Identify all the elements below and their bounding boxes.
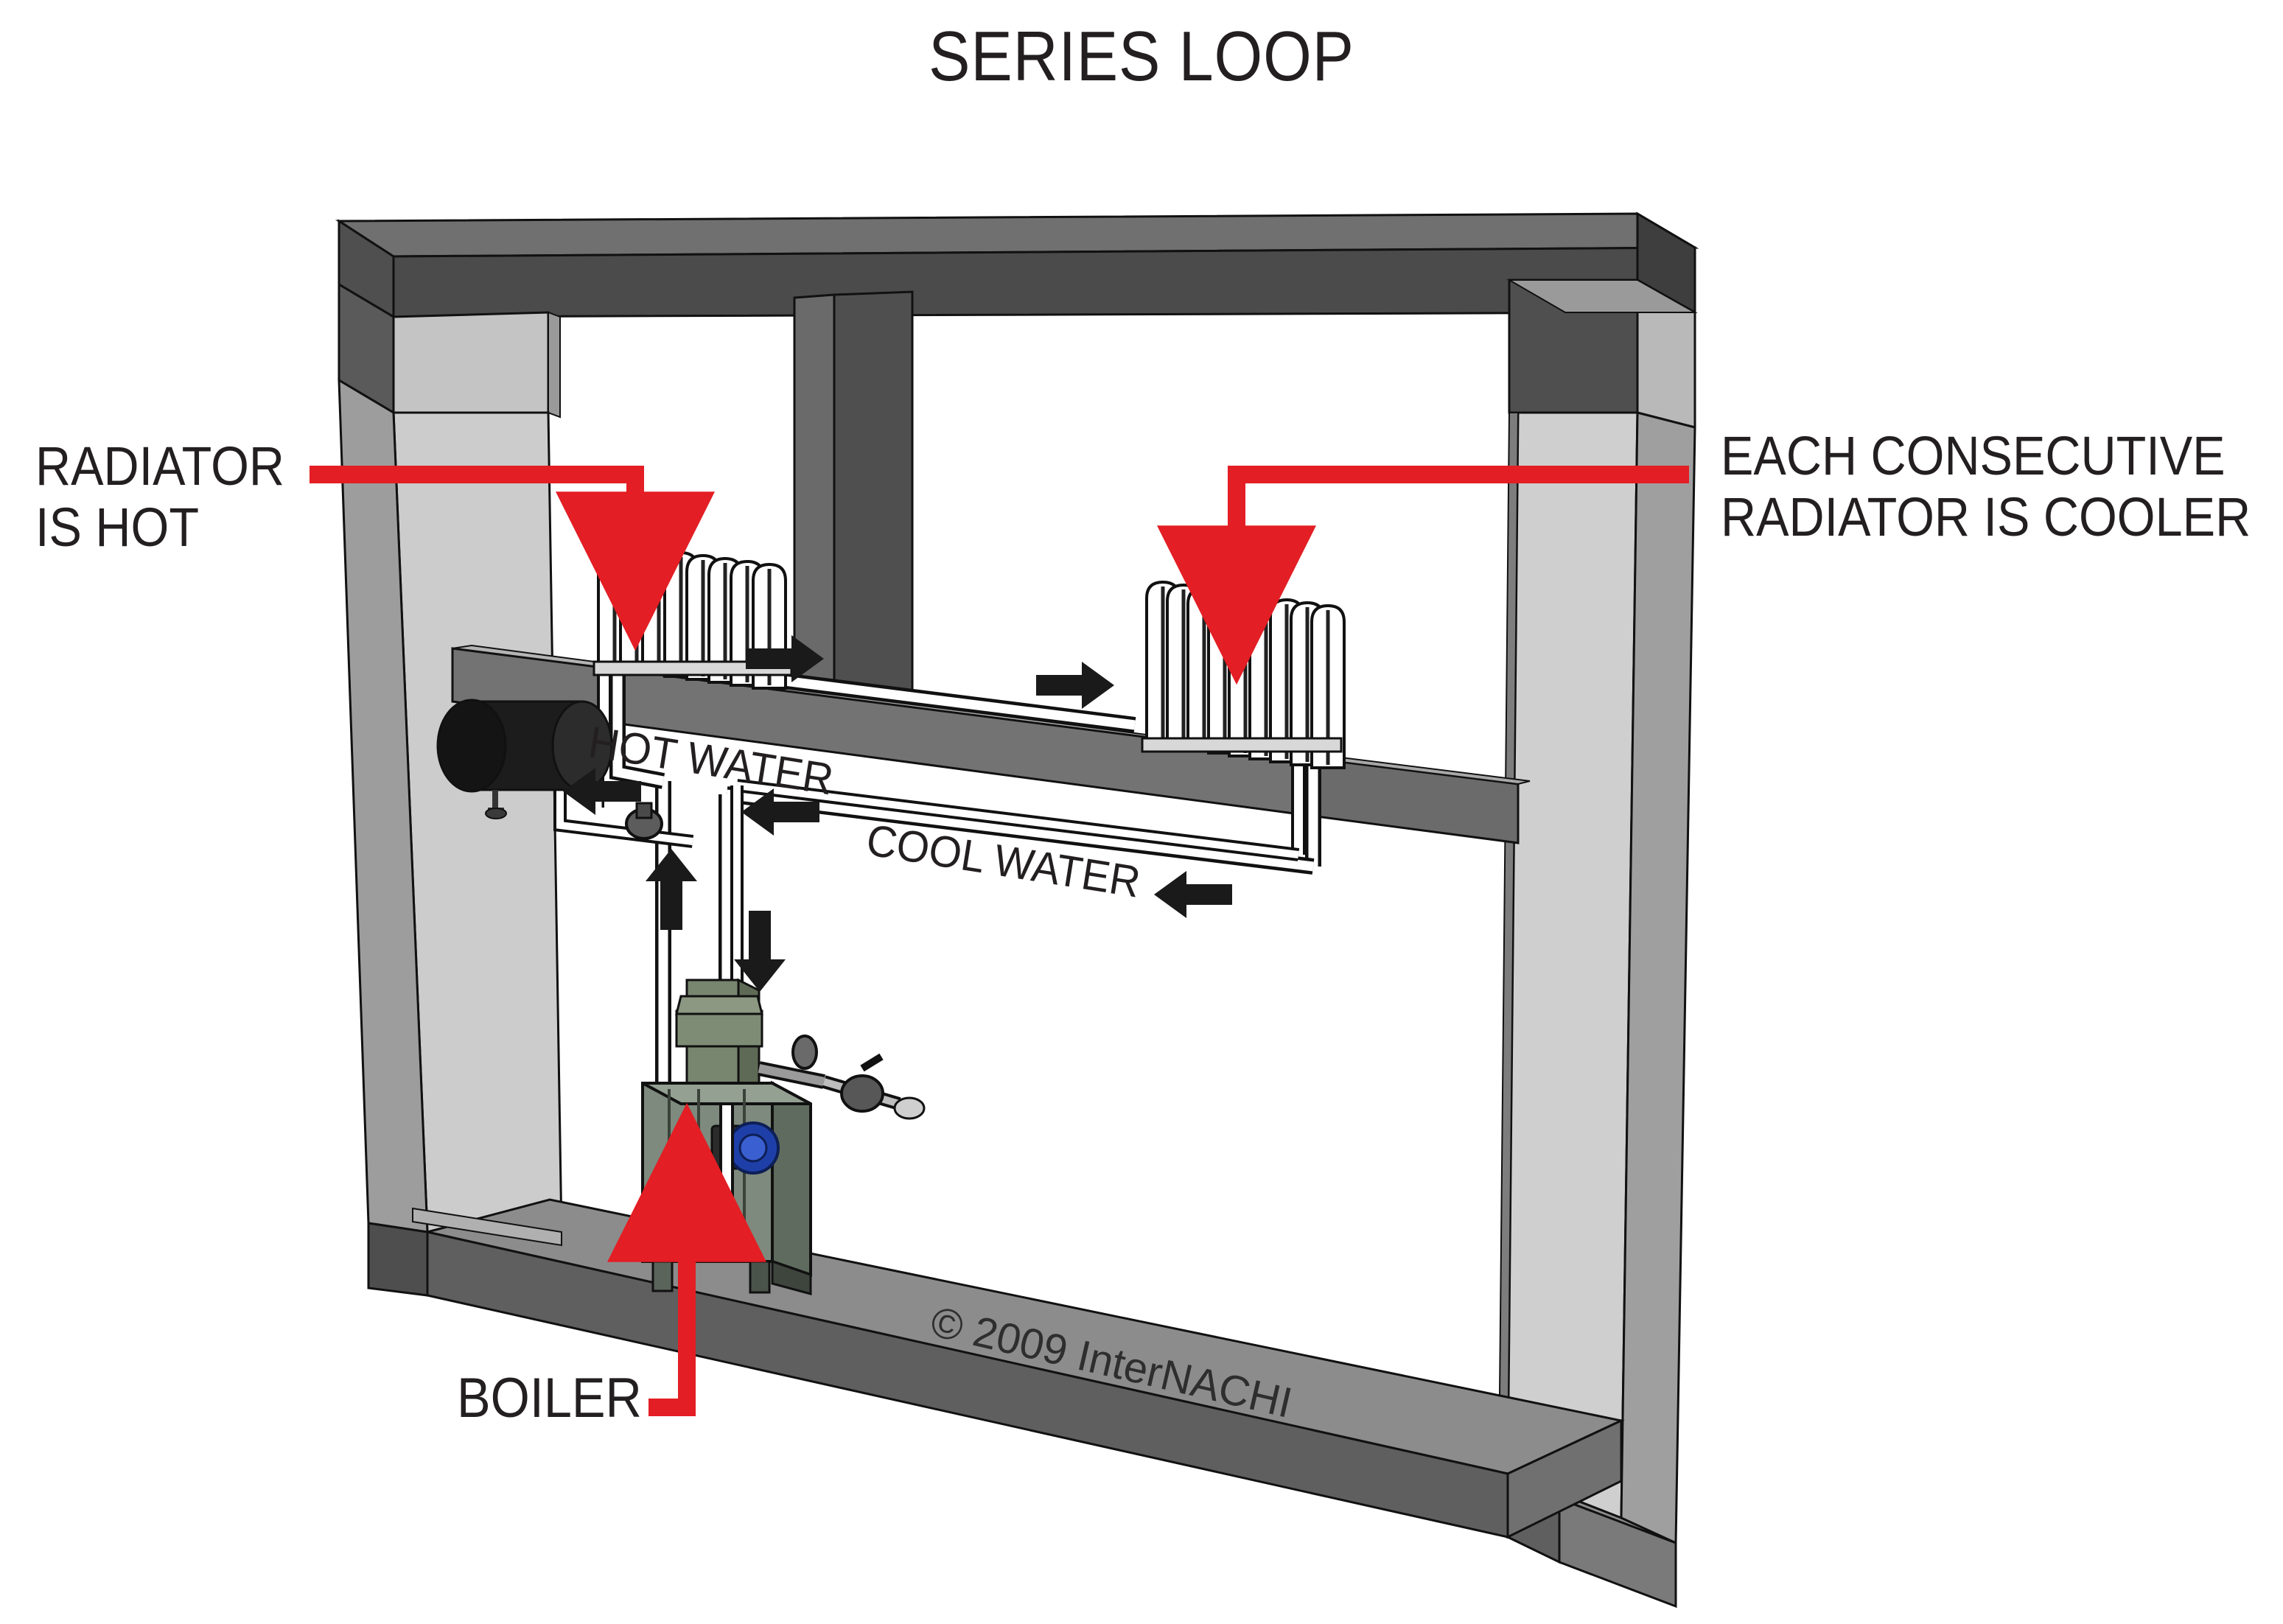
flow-arrow-right-2 bbox=[1036, 662, 1114, 709]
callout-leaders bbox=[310, 466, 1689, 1416]
base-floor-slab bbox=[367, 1198, 1625, 1539]
right-column-upper bbox=[1506, 278, 1698, 429]
left-column-base bbox=[412, 1207, 562, 1247]
page-title: SERIES LOOP bbox=[929, 17, 1354, 96]
top-beam bbox=[335, 211, 1699, 319]
flow-arrow-down bbox=[734, 911, 786, 992]
leader-boiler bbox=[607, 1102, 766, 1416]
callout-label-radiator-hot: RADIATOR IS HOT bbox=[35, 435, 284, 558]
leader-radiator-hot bbox=[310, 466, 715, 651]
flow-arrow-left-3 bbox=[563, 768, 641, 815]
flow-arrow-right-1 bbox=[746, 635, 824, 682]
flow-arrow-left-1 bbox=[741, 788, 819, 836]
flow-arrow-up bbox=[646, 849, 697, 930]
flow-arrows bbox=[563, 635, 1232, 992]
valve-icon bbox=[625, 802, 663, 840]
right-column bbox=[1497, 411, 1696, 1545]
left-column bbox=[338, 378, 563, 1233]
callout-label-boiler: BOILER bbox=[457, 1367, 642, 1429]
callout-label-radiator-cooler: EACH CONSECUTIVE RADIATOR IS COOLER bbox=[1721, 425, 2251, 547]
radiator-2 bbox=[1141, 580, 1346, 769]
expansion-tank bbox=[436, 699, 613, 819]
center-partition bbox=[793, 290, 914, 743]
flow-arrow-left-2 bbox=[1154, 871, 1232, 918]
leader-radiator-cooler bbox=[1157, 466, 1689, 685]
